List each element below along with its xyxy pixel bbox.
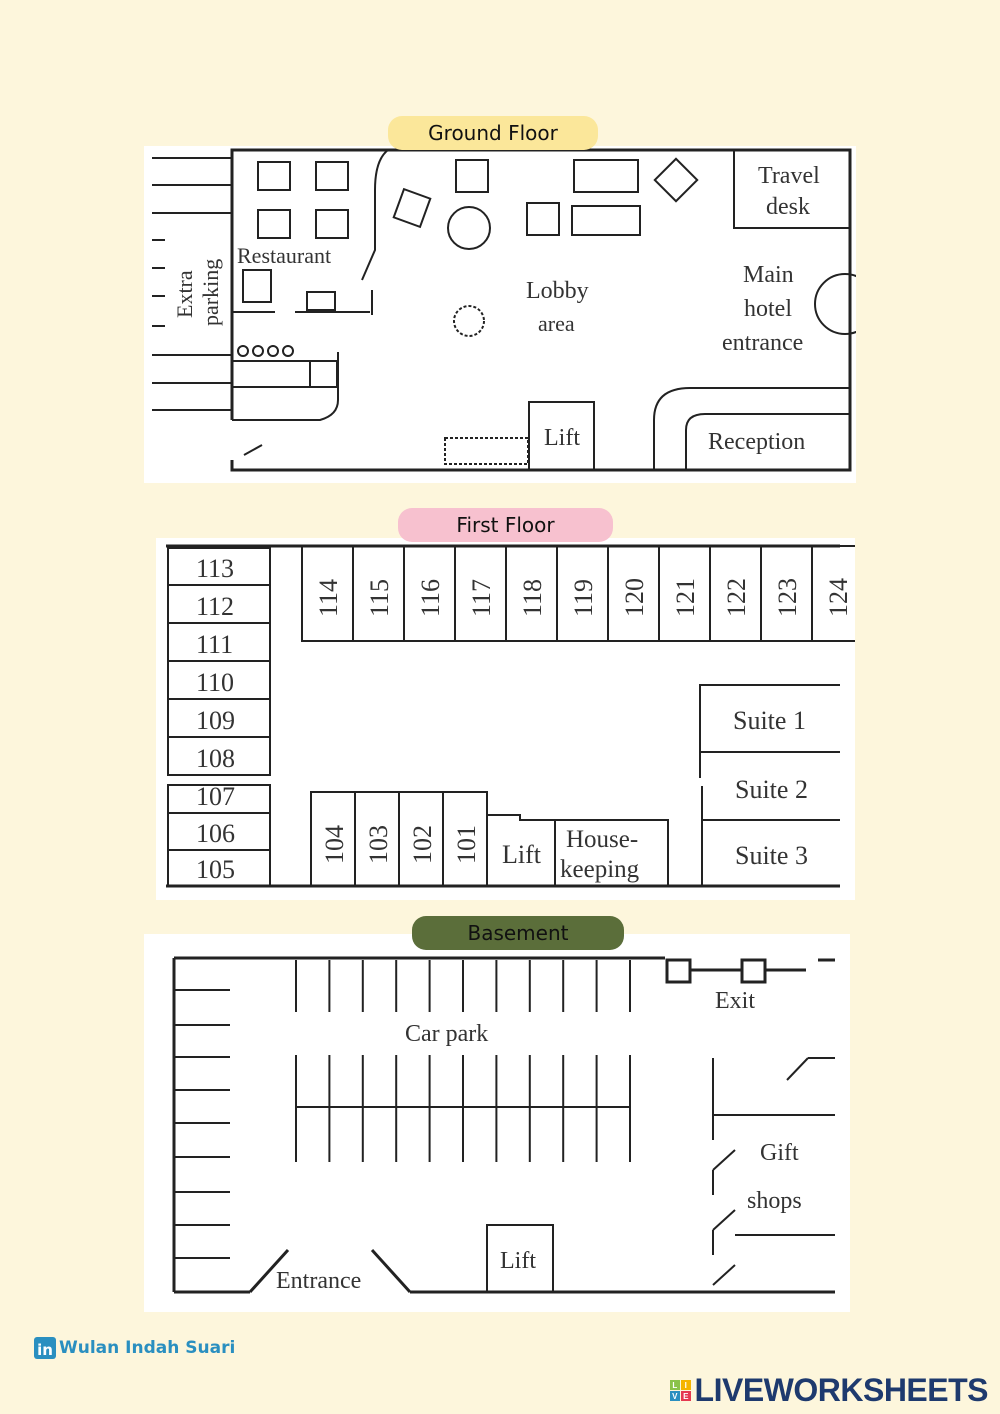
first-floor-title: First Floor	[398, 508, 613, 542]
room-number: 115	[365, 579, 394, 617]
logo-tile: V	[669, 1391, 680, 1401]
parking-stripes	[152, 157, 232, 411]
room-number: 102	[408, 825, 437, 864]
extra-parking-label-2: parking	[198, 259, 223, 326]
lift-label: Lift	[502, 840, 542, 869]
room-number: 103	[364, 825, 393, 864]
first-floor-plan: 113 112 111 110 109 108 107 106 105 114 115 116 117 1…	[156, 538, 864, 900]
room-number: 112	[196, 592, 234, 621]
room-number: 120	[620, 578, 649, 617]
lobby-label-2: area	[538, 311, 575, 336]
logo-tile: I	[680, 1380, 691, 1390]
main-entrance-label: Main	[743, 262, 794, 288]
room-number: 122	[722, 578, 751, 617]
restaurant-label: Restaurant	[237, 243, 331, 268]
travel-desk-label: Travel	[758, 163, 820, 189]
gift-shops-label-2: shops	[747, 1188, 802, 1214]
ground-floor-title: Ground Floor	[388, 116, 598, 150]
main-entrance-label-3: entrance	[722, 330, 803, 356]
liveworksheets-logo[interactable]: L I V E LIVEWORKSHEETS	[669, 1372, 989, 1409]
logo-tile: E	[680, 1391, 691, 1401]
brand-name: LIVEWORKSHEETS	[694, 1372, 989, 1408]
gift-shops-label: Gift	[760, 1140, 799, 1166]
room-number: 111	[196, 630, 233, 659]
linkedin-icon: in	[34, 1337, 56, 1359]
housekeeping-label-2: keeping	[560, 856, 640, 883]
room-number: 118	[518, 579, 547, 617]
exit-label: Exit	[715, 988, 755, 1014]
suite-label: Suite 1	[733, 706, 806, 735]
room-number: 117	[467, 579, 496, 617]
suite-wall	[699, 684, 840, 778]
room-number: 101	[452, 825, 481, 864]
ground-floor-plan: Extra parking Restaurant Lobby area Trav…	[144, 146, 876, 483]
room-number: 121	[671, 578, 700, 617]
main-entrance-label-2: hotel	[744, 296, 792, 322]
room-number: 110	[196, 668, 234, 697]
room-number: 124	[824, 578, 853, 617]
basement-title: Basement	[412, 916, 624, 950]
room-number: 105	[196, 855, 235, 884]
ground-floor-title-text: Ground Floor	[428, 121, 558, 145]
room-number: 104	[320, 825, 349, 864]
room-number: 116	[416, 579, 445, 617]
first-floor-title-text: First Floor	[456, 513, 555, 537]
author-name: Wulan Indah Suari	[59, 1338, 236, 1358]
entrance-label: Entrance	[276, 1268, 361, 1294]
liveworksheets-logo-icon: L I V E	[669, 1380, 691, 1401]
housekeeping-label: House-	[566, 826, 638, 853]
room-number: 119	[569, 579, 598, 617]
suite-label: Suite 3	[735, 841, 808, 870]
room-number: 108	[196, 744, 235, 773]
logo-tile: L	[669, 1380, 680, 1390]
lift-label: Lift	[500, 1248, 536, 1274]
reception-label: Reception	[708, 429, 805, 455]
car-park-label: Car park	[405, 1021, 488, 1047]
plant-icon	[453, 305, 485, 337]
room-number: 106	[196, 819, 235, 848]
lift-label: Lift	[544, 425, 580, 451]
basement-plan: Exit Car park Gift shops Lift Entrance	[144, 934, 850, 1312]
suite-label: Suite 2	[735, 775, 808, 804]
basement-title-text: Basement	[467, 921, 569, 945]
author-credit[interactable]: in Wulan Indah Suari	[34, 1337, 235, 1359]
room-number: 113	[196, 554, 234, 583]
room-number: 114	[314, 579, 343, 617]
lobby-label: Lobby	[526, 278, 589, 304]
room-number: 123	[773, 578, 802, 617]
room-number: 107	[196, 782, 235, 811]
room	[167, 736, 271, 776]
stools	[237, 345, 294, 357]
room-number: 109	[196, 706, 235, 735]
extra-parking-label: Extra	[172, 270, 197, 318]
travel-desk-label-2: desk	[766, 194, 810, 220]
